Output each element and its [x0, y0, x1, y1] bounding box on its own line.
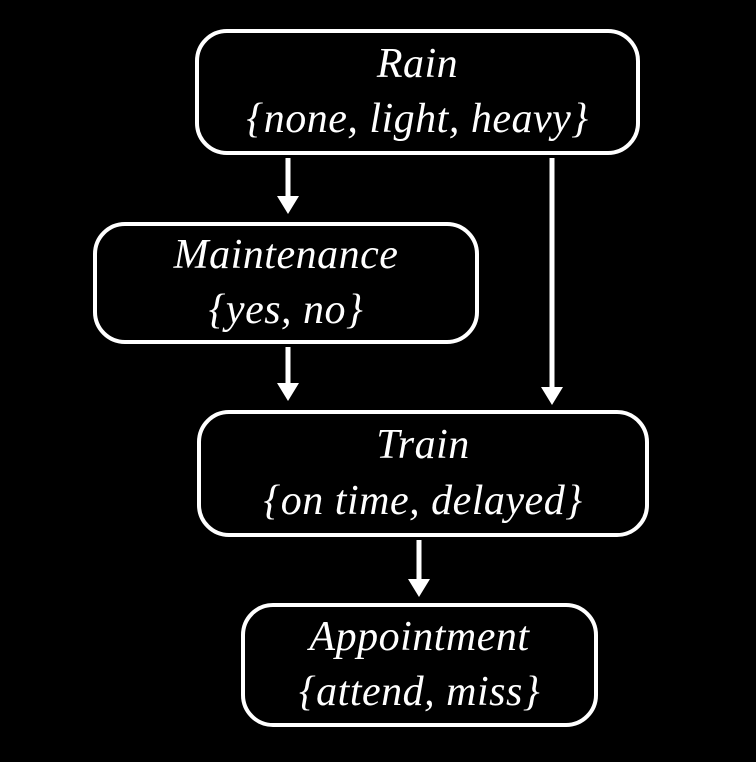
node-appointment: Appointment {attend, miss}	[241, 603, 598, 727]
node-rain-domain: {none, light, heavy}	[246, 96, 589, 142]
node-appointment-label: Appointment	[309, 613, 530, 660]
node-train: Train {on time, delayed}	[197, 410, 649, 537]
node-train-label: Train	[376, 422, 470, 469]
node-maintenance: Maintenance {yes, no}	[93, 222, 479, 344]
edge-rain-maintenance-arrow	[277, 158, 299, 214]
node-appointment-domain: {attend, miss}	[298, 669, 541, 715]
edge-train-appointment-arrow	[408, 540, 430, 597]
node-maintenance-label: Maintenance	[173, 231, 399, 278]
node-maintenance-domain: {yes, no}	[208, 287, 364, 333]
node-rain: Rain {none, light, heavy}	[195, 29, 640, 155]
node-rain-label: Rain	[376, 40, 459, 87]
node-train-domain: {on time, delayed}	[263, 477, 583, 524]
edge-rain-train-arrow	[541, 158, 563, 405]
edge-maintenance-train-arrow	[277, 347, 299, 401]
